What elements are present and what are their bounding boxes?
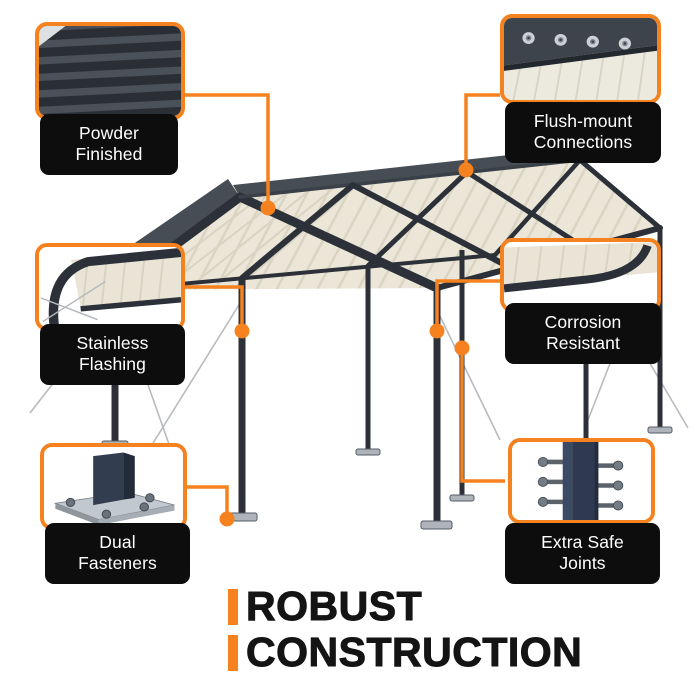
page-title-line1: ROBUST [245, 583, 423, 629]
powder-finished-detail [39, 26, 181, 116]
feature-dots [219, 162, 474, 527]
page-title-line2: CONSTRUCTION [245, 629, 583, 675]
title-accent-bar [228, 588, 238, 625]
flush-mount-detail [504, 18, 657, 100]
connector-lines [183, 93, 505, 516]
bolts [65, 493, 155, 519]
joint-bolts [545, 459, 616, 508]
corrosion-resistant-label: Corrosion Resistant [505, 303, 661, 364]
stainless-flashing-detail [39, 247, 181, 327]
dual-fasteners-detail [44, 447, 183, 526]
flush-mount-label: Flush-mount Connections [505, 102, 661, 163]
extra-safe-joints-detail [512, 442, 651, 520]
extra-safe-joints-image [508, 438, 655, 524]
stainless-flashing-image [35, 243, 185, 331]
powder-finished-image [35, 22, 185, 120]
stainless-flashing-label: Stainless Flashing [40, 324, 185, 385]
title-block: ROBUST CONSTRUCTION [228, 583, 583, 675]
dual-fasteners-image [40, 443, 187, 530]
flush-mount-image [500, 14, 661, 104]
dual-fasteners-label: Dual Fasteners [45, 523, 190, 584]
corrosion-resistant-image [500, 238, 661, 312]
corrosion-resistant-detail [504, 242, 657, 308]
title-accent-bar [228, 634, 238, 671]
powder-finished-label: Powder Finished [40, 114, 178, 175]
extra-safe-joints-label: Extra Safe Joints [505, 523, 660, 584]
rivets [522, 32, 632, 50]
